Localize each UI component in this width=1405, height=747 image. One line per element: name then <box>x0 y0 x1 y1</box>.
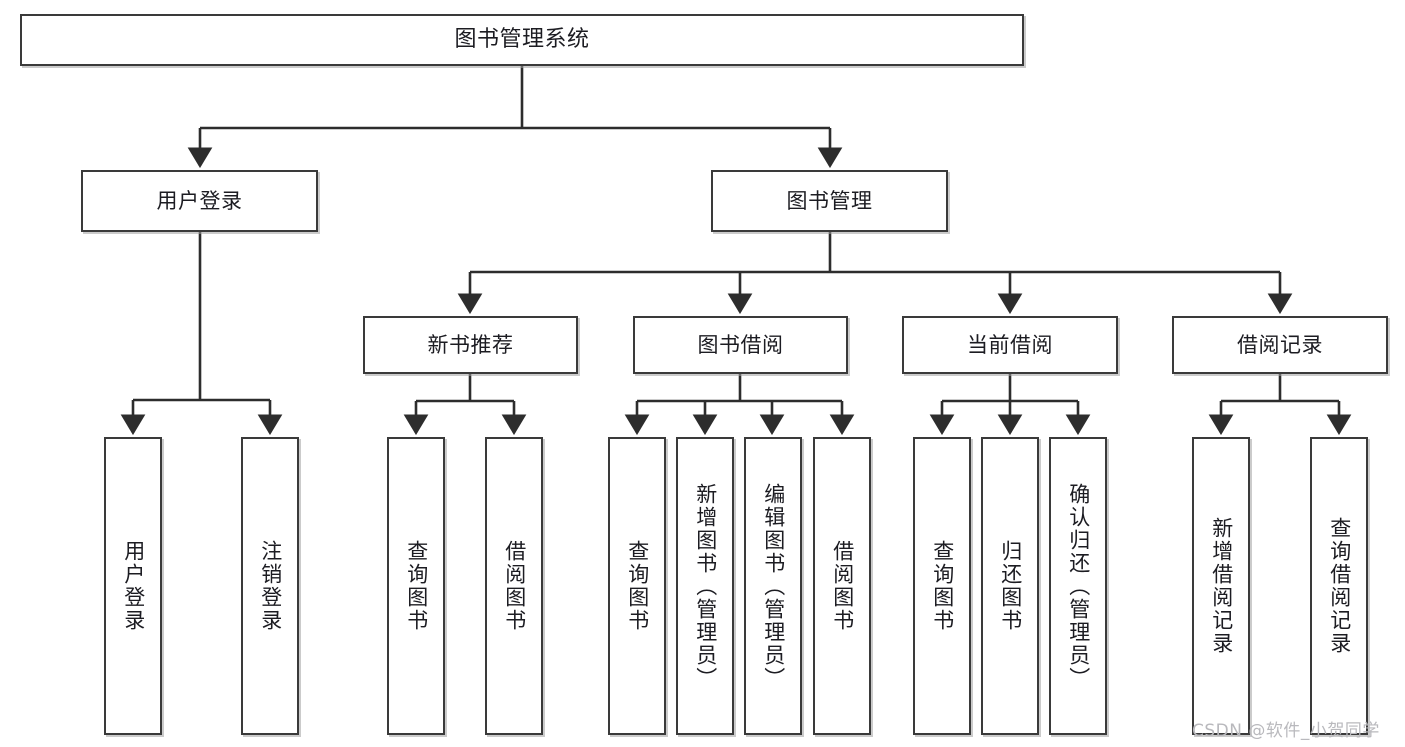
node-leaf-record-query-label: 查询借阅记录 <box>1327 517 1352 655</box>
node-book-borrow[interactable]: 图书借阅 <box>633 316 848 374</box>
node-leaf-recommend-borrow-book-label: 借阅图书 <box>502 540 527 632</box>
node-leaf-user-logout-label: 注销登录 <box>258 540 283 632</box>
node-leaf-recommend-borrow-book[interactable]: 借阅图书 <box>485 437 543 735</box>
node-leaf-borrow-add-book[interactable]: 新增图书（管理员） <box>676 437 734 735</box>
node-root-label: 图书管理系统 <box>454 27 590 53</box>
node-current-borrow[interactable]: 当前借阅 <box>902 316 1118 374</box>
node-current-borrow-label: 当前借阅 <box>967 332 1053 357</box>
node-leaf-recommend-query-book-label: 查询图书 <box>404 540 429 632</box>
node-leaf-borrow-do-borrow[interactable]: 借阅图书 <box>813 437 871 735</box>
node-leaf-current-confirm-return[interactable]: 确认归还（管理员） <box>1049 437 1107 735</box>
node-user-login-label: 用户登录 <box>156 188 243 213</box>
node-leaf-borrow-add-book-label: 新增图书（管理员） <box>693 482 718 690</box>
node-leaf-record-add[interactable]: 新增借阅记录 <box>1192 437 1250 735</box>
node-leaf-borrow-edit-book-label: 编辑图书（管理员） <box>761 482 786 690</box>
node-new-book-recommendation-label: 新书推荐 <box>427 332 514 357</box>
node-leaf-record-query[interactable]: 查询借阅记录 <box>1310 437 1368 735</box>
node-leaf-user-login[interactable]: 用户登录 <box>104 437 162 735</box>
node-book-manage-label: 图书管理 <box>786 188 873 213</box>
node-user-login[interactable]: 用户登录 <box>81 170 318 232</box>
node-leaf-borrow-query-book[interactable]: 查询图书 <box>608 437 666 735</box>
node-leaf-borrow-query-book-label: 查询图书 <box>625 540 650 632</box>
csdn-watermark: CSDN @软件_小贺同学 <box>1192 721 1380 741</box>
node-new-book-recommendation[interactable]: 新书推荐 <box>363 316 578 374</box>
node-leaf-current-query-book-label: 查询图书 <box>930 540 955 632</box>
node-leaf-recommend-query-book[interactable]: 查询图书 <box>387 437 445 735</box>
node-leaf-borrow-do-borrow-label: 借阅图书 <box>830 540 855 632</box>
node-book-manage[interactable]: 图书管理 <box>711 170 948 232</box>
node-borrow-record[interactable]: 借阅记录 <box>1172 316 1388 374</box>
node-leaf-current-confirm-return-label: 确认归还（管理员） <box>1066 482 1091 690</box>
node-leaf-record-add-label: 新增借阅记录 <box>1209 517 1234 655</box>
node-leaf-user-login-label: 用户登录 <box>121 540 146 632</box>
node-book-borrow-label: 图书借阅 <box>697 332 784 357</box>
node-leaf-user-logout[interactable]: 注销登录 <box>241 437 299 735</box>
node-root[interactable]: 图书管理系统 <box>20 14 1024 66</box>
node-leaf-current-return-book[interactable]: 归还图书 <box>981 437 1039 735</box>
node-borrow-record-label: 借阅记录 <box>1237 332 1323 357</box>
node-leaf-current-return-book-label: 归还图书 <box>998 540 1023 632</box>
node-leaf-current-query-book[interactable]: 查询图书 <box>913 437 971 735</box>
node-leaf-borrow-edit-book[interactable]: 编辑图书（管理员） <box>744 437 802 735</box>
